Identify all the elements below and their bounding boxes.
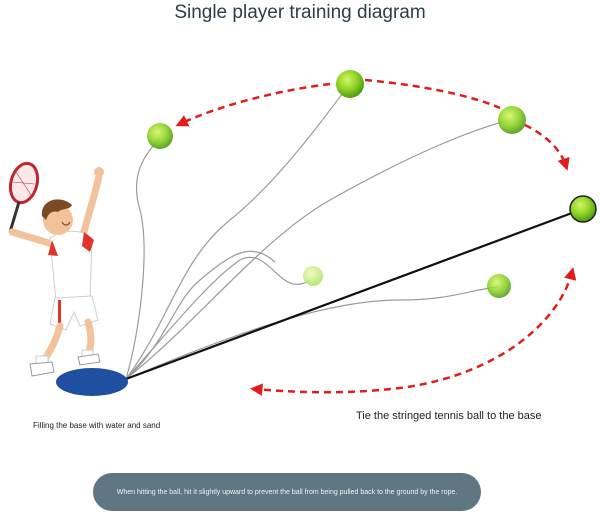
tennis-ball-icon (147, 123, 173, 149)
tennis-ball-icon (336, 70, 364, 98)
arrow-upper-left (175, 82, 331, 127)
rope (125, 208, 581, 381)
diagram-title: Single player training diagram (174, 2, 426, 23)
tennis-ball-icon (487, 274, 511, 298)
tennis-balls (147, 70, 597, 298)
string-3 (125, 119, 511, 380)
string-1 (125, 137, 161, 380)
ball-strings (125, 85, 511, 380)
hitting-tip-note: When hitting the ball, hit it slightly u… (93, 473, 481, 511)
string-6 (125, 250, 276, 380)
base-weight-icon (56, 368, 128, 396)
arrow-upper-right (524, 123, 570, 171)
tennis-player-illustration (8, 161, 104, 377)
tennis-ball-icon (569, 195, 597, 223)
tennis-ball-icon (498, 106, 526, 134)
base-caption: Filling the base with water and sand (33, 421, 161, 430)
tennis-ball-icon (303, 266, 323, 286)
tennis-racket-icon (8, 161, 40, 233)
arrow-upper-middle (364, 78, 501, 110)
string-4 (125, 257, 311, 380)
string-2 (125, 85, 349, 380)
tie-caption: Tie the stringed tennis ball to the base (356, 410, 542, 422)
arrow-lower (250, 267, 577, 396)
